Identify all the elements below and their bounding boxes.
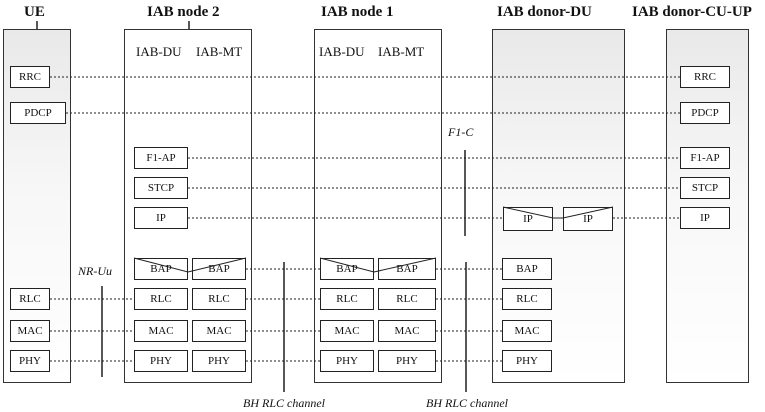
iab2-stcp-label: STCP: [147, 182, 175, 194]
iab2-mt-mac-label: MAC: [206, 325, 232, 337]
iab2-du-mac-box: MAC: [134, 320, 188, 342]
iab1-mt-phy-label: PHY: [395, 355, 418, 367]
ue-pdcp-label: PDCP: [24, 107, 52, 119]
iab-node-1-title: IAB node 1: [321, 4, 394, 20]
donor-cu-stcp-box: STCP: [680, 177, 730, 199]
iab2-mt-mac-box: MAC: [192, 320, 246, 342]
iab2-du-rlc-label: RLC: [150, 293, 172, 305]
iab-node-2-du-label: IAB-DU: [136, 44, 182, 59]
donor-cu-pdcp-box: PDCP: [680, 102, 730, 124]
iab2-mt-phy-label: PHY: [207, 355, 230, 367]
iab2-du-mac-label: MAC: [148, 325, 174, 337]
donor-cu-rrc-box: RRC: [680, 66, 730, 88]
iab1-du-phy-box: PHY: [320, 350, 374, 372]
iab2-du-phy-box: PHY: [134, 350, 188, 372]
donor-cu-f1ap-box: F1-AP: [680, 147, 730, 169]
donor-cu-stcp-label: STCP: [691, 182, 719, 194]
donor-du-ip-box-1: IP: [503, 207, 553, 231]
iab-node-1-du-label: IAB-DU: [319, 44, 365, 59]
ue-pdcp-box: PDCP: [10, 102, 66, 124]
donor-du-ip-label-2: IP: [583, 213, 593, 225]
iab1-mt-rlc-label: RLC: [396, 293, 418, 305]
iab-node-2-mt-label: IAB-MT: [196, 44, 243, 59]
ue-rrc-box: RRC: [10, 66, 50, 88]
donor-du-bap-box: BAP: [502, 258, 552, 280]
iab2-du-bap-label: BAP: [150, 263, 172, 275]
ue-mac-box: MAC: [10, 320, 50, 342]
ue-rlc-box: RLC: [10, 288, 50, 310]
iab2-stcp-box: STCP: [134, 177, 188, 199]
iab2-ip-label: IP: [156, 212, 166, 224]
iab1-mt-rlc-box: RLC: [378, 288, 436, 310]
iab1-du-rlc-label: RLC: [336, 293, 358, 305]
iab1-du-phy-label: PHY: [335, 355, 358, 367]
ue-rlc-label: RLC: [19, 293, 41, 305]
donor-cu-pdcp-label: PDCP: [691, 107, 719, 119]
iab2-du-phy-label: PHY: [149, 355, 172, 367]
donor-du-bap-label: BAP: [516, 263, 538, 275]
iab2-mt-phy-box: PHY: [192, 350, 246, 372]
ue-phy-label: PHY: [18, 355, 41, 367]
ue-phy-box: PHY: [10, 350, 50, 372]
iab2-mt-rlc-box: RLC: [192, 288, 246, 310]
nr-uu-label: NR-Uu: [78, 264, 112, 278]
donor-du-ip-box-2: IP: [563, 207, 613, 231]
donor-du-ip-label-1: IP: [523, 213, 533, 225]
iab-donor-cu-up-title: IAB donor-CU-UP: [632, 4, 752, 20]
iab2-f1ap-label: F1-AP: [146, 152, 176, 164]
iab1-mt-mac-label: MAC: [394, 325, 420, 337]
iab1-du-rlc-box: RLC: [320, 288, 374, 310]
ue-title: UE: [24, 4, 45, 20]
iab2-mt-rlc-label: RLC: [208, 293, 230, 305]
donor-cu-f1ap-label: F1-AP: [690, 152, 720, 164]
iab1-du-mac-box: MAC: [320, 320, 374, 342]
iab2-ip-box: IP: [134, 207, 188, 229]
iab1-du-mac-label: MAC: [334, 325, 360, 337]
iab1-mt-bap-label: BAP: [396, 263, 418, 275]
iab1-du-bap-box: BAP: [320, 258, 374, 280]
iab2-du-rlc-box: RLC: [134, 288, 188, 310]
iab-node-1-mt-label: IAB-MT: [378, 44, 425, 59]
ue-mac-label: MAC: [17, 325, 43, 337]
donor-du-rlc-label: RLC: [516, 293, 538, 305]
bh-rlc-channel-label-1: BH RLC channel: [243, 396, 325, 410]
iab1-mt-mac-box: MAC: [378, 320, 436, 342]
bh-rlc-channel-label-2: BH RLC channel: [426, 396, 508, 410]
iab1-mt-phy-box: PHY: [378, 350, 436, 372]
donor-du-phy-label: PHY: [515, 355, 538, 367]
donor-du-mac-box: MAC: [502, 320, 552, 342]
iab-donor-du-title: IAB donor-DU: [497, 4, 592, 20]
iab-donor-cu-up-column: [666, 29, 749, 383]
iab-node-2-title: IAB node 2: [147, 4, 220, 20]
iab2-du-bap-box: BAP: [134, 258, 188, 280]
ue-rrc-label: RRC: [18, 71, 41, 83]
donor-cu-rrc-label: RRC: [693, 71, 716, 83]
f1c-label: F1-C: [448, 125, 474, 139]
iab2-mt-bap-label: BAP: [208, 263, 230, 275]
donor-cu-ip-label: IP: [700, 212, 710, 224]
iab1-du-bap-label: BAP: [336, 263, 358, 275]
donor-cu-ip-box: IP: [680, 207, 730, 229]
iab2-f1ap-box: F1-AP: [134, 147, 188, 169]
iab1-mt-bap-box: BAP: [378, 258, 436, 280]
donor-du-mac-label: MAC: [514, 325, 540, 337]
iab2-mt-bap-box: BAP: [192, 258, 246, 280]
donor-du-rlc-box: RLC: [502, 288, 552, 310]
donor-du-phy-box: PHY: [502, 350, 552, 372]
